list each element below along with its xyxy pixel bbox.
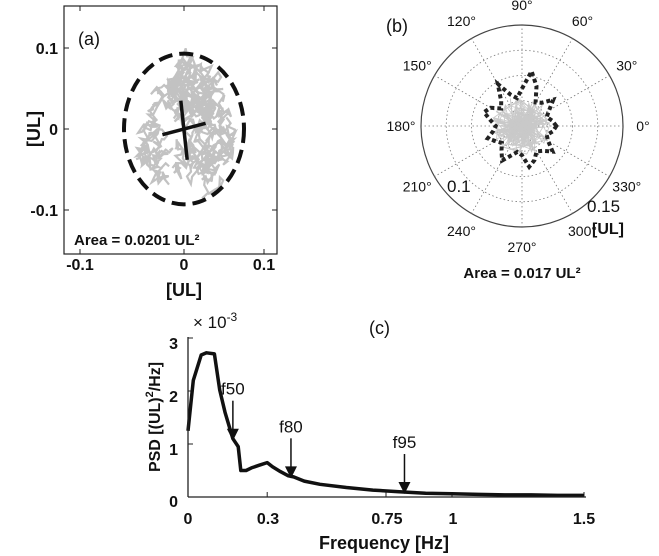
- marker-label: f95: [393, 433, 417, 452]
- marker-label: f80: [279, 417, 303, 436]
- angle-label: 30°: [616, 58, 637, 74]
- angle-label: 270°: [508, 239, 537, 255]
- marker-arrow-head: [398, 482, 411, 495]
- panel-c-xtick-0: 0: [184, 511, 193, 528]
- angle-label: 120°: [447, 13, 476, 29]
- sway-trace: [194, 99, 239, 168]
- panel-a-trace: [133, 47, 239, 200]
- angle-label: 300°: [568, 223, 597, 239]
- panel-a: (a) Area = 0.0201 UL² -0.1 0 0.1 0.1 0 -…: [24, 5, 278, 300]
- panel-b: 0° 30° 60° 90° 120° 150° 180° 210° 240° 270° 300° 3…: [386, 0, 650, 282]
- confidence-ellipse: [122, 51, 246, 207]
- panel-a-label: (a): [78, 29, 100, 49]
- panel-a-ytick-1: 0.1: [36, 41, 58, 58]
- panel-c-xtick-0.3: 0.3: [257, 511, 279, 528]
- angle-label: 240°: [447, 223, 476, 239]
- panel-c-ylabel: PSD [(UL)2/Hz]: [144, 362, 164, 472]
- panel-a-ytick-2: 0: [49, 122, 58, 139]
- radial-tick-0.1: 0.1: [447, 177, 471, 196]
- sway-trace: [171, 83, 226, 180]
- polar-spoke: [471, 38, 523, 127]
- panel-c-label: (c): [369, 318, 390, 338]
- panel-b-contour: [481, 66, 559, 171]
- angle-label: 330°: [612, 179, 641, 195]
- polar-spoke: [521, 125, 573, 214]
- sway-trace: [133, 118, 174, 171]
- panel-a-frame: [63, 5, 278, 255]
- angle-label: 150°: [403, 58, 432, 74]
- panel-b-label: (b): [386, 16, 408, 36]
- panel-a-ylabel: [UL]: [24, 111, 44, 147]
- panel-b-trace: [492, 96, 551, 155]
- polar-trace: [492, 99, 536, 154]
- panel-a-xtick-1: -0.1: [66, 257, 94, 274]
- panel-c-xlabel: Frequency [Hz]: [319, 533, 449, 553]
- panel-c-xtick-1.5: 1.5: [573, 511, 595, 528]
- panel-c-ytick-1: 1: [169, 442, 178, 459]
- panel-a-xtick-2: 0: [180, 257, 189, 274]
- angle-label: 90°: [511, 0, 532, 13]
- sway-trace: [184, 145, 225, 200]
- marker-arrow-head: [284, 466, 297, 479]
- angle-label: 60°: [572, 13, 593, 29]
- panel-a-ytick-3: -0.1: [30, 203, 58, 220]
- radial-unit: [UL]: [592, 221, 624, 238]
- marker-label: f50: [221, 380, 245, 399]
- ellipse-minor-axis: [179, 100, 189, 160]
- psd-line: [186, 351, 584, 498]
- panel-c-ytick-0: 0: [169, 494, 178, 511]
- panel-a-xtick-3: 0.1: [253, 257, 275, 274]
- sway-trace: [180, 96, 218, 160]
- radial-tick-0.15: 0.15: [587, 197, 620, 216]
- panel-c-xtick-0.75: 0.75: [371, 511, 402, 528]
- sway-trace: [181, 56, 223, 119]
- angle-label: 180°: [387, 118, 416, 134]
- angle-label: 0°: [636, 118, 649, 134]
- angle-label: 210°: [403, 179, 432, 195]
- polar-ring: [471, 75, 573, 177]
- panel-a-xlabel: [UL]: [166, 280, 202, 300]
- panel-c-ytick-3: 3: [169, 336, 178, 353]
- y-multiplier: × 10-3: [193, 310, 238, 332]
- panel-c-xtick-1: 1: [449, 511, 458, 528]
- panel-a-area: Area = 0.0201 UL²: [74, 232, 200, 249]
- polar-ring: [445, 49, 599, 203]
- polar-trace: [498, 111, 551, 149]
- panel-b-area: Area = 0.017 UL²: [463, 265, 580, 282]
- marker-arrow-head: [226, 428, 239, 441]
- panel-c-ytick-2: 2: [169, 389, 178, 406]
